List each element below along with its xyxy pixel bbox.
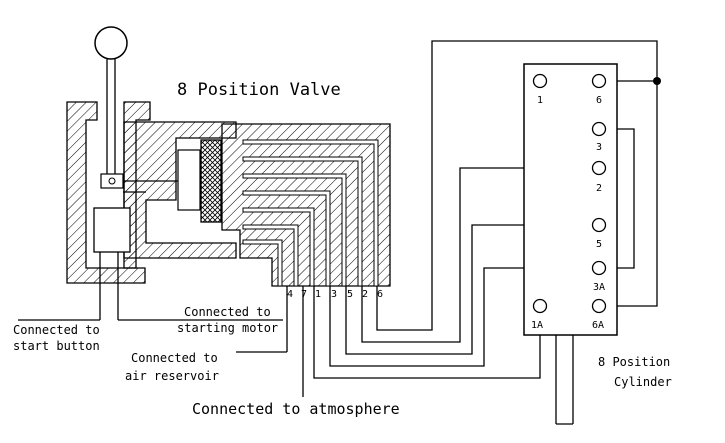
cylinder-port [532, 298, 548, 314]
cylinder-port [591, 160, 607, 176]
atmosphere-label: Connected to atmosphere [192, 400, 400, 418]
cylinder-port [532, 73, 548, 89]
start-button-label: Connected to [13, 323, 100, 337]
valve-port-label: 4 [287, 289, 293, 300]
cylinder-port-label: 3A [593, 282, 605, 293]
valve-channel-block [221, 123, 391, 287]
cylinder-body [523, 63, 618, 425]
cylinder-title: 8 Position [598, 355, 670, 369]
air-reservoir-label: Connected to [131, 351, 218, 365]
valve-lever [94, 26, 128, 178]
cylinder-port [591, 217, 607, 233]
cylinder-port-labels: 1 6 3 2 5 3A 1A 6A [531, 95, 605, 331]
cylinder-port-label: 5 [596, 239, 602, 250]
cylinder-port [591, 298, 607, 314]
valve-port-labels: 4 7 1 3 5 2 6 [287, 289, 383, 300]
cylinder-port-label: 1A [531, 320, 543, 331]
cylinder-port [591, 73, 607, 89]
cylinder-port [591, 121, 607, 137]
valve-port-label: 2 [362, 289, 368, 300]
starting-motor-label: Connected to [184, 305, 271, 319]
cylinder-ports [532, 73, 607, 314]
connection-lines [313, 40, 661, 379]
cylinder-title: Cylinder [614, 375, 672, 389]
valve-leads [18, 252, 304, 397]
valve-port-label: 5 [347, 289, 353, 300]
valve-port-label: 6 [377, 289, 383, 300]
valve-piston [93, 207, 131, 253]
valve-port-label: 7 [301, 289, 307, 300]
air-reservoir-label: air reservoir [125, 369, 219, 383]
cylinder-port-label: 1 [537, 95, 543, 106]
cylinder-port [591, 260, 607, 276]
junction-dot [653, 77, 661, 85]
valve-port-label: 1 [315, 289, 321, 300]
valve-title: 8 Position Valve [177, 80, 341, 100]
cylinder-port-label: 6A [592, 320, 604, 331]
lever-knob [94, 26, 128, 60]
cylinder-port-label: 3 [596, 142, 602, 153]
valve-center-block [93, 121, 237, 259]
cylinder-port-label: 6 [596, 95, 602, 106]
cylinder-port-label: 2 [596, 183, 602, 194]
starting-motor-label: starting motor [177, 321, 278, 335]
start-button-label: start button [13, 339, 100, 353]
valve-diaphragm [200, 139, 222, 223]
valve-port-label: 3 [331, 289, 337, 300]
